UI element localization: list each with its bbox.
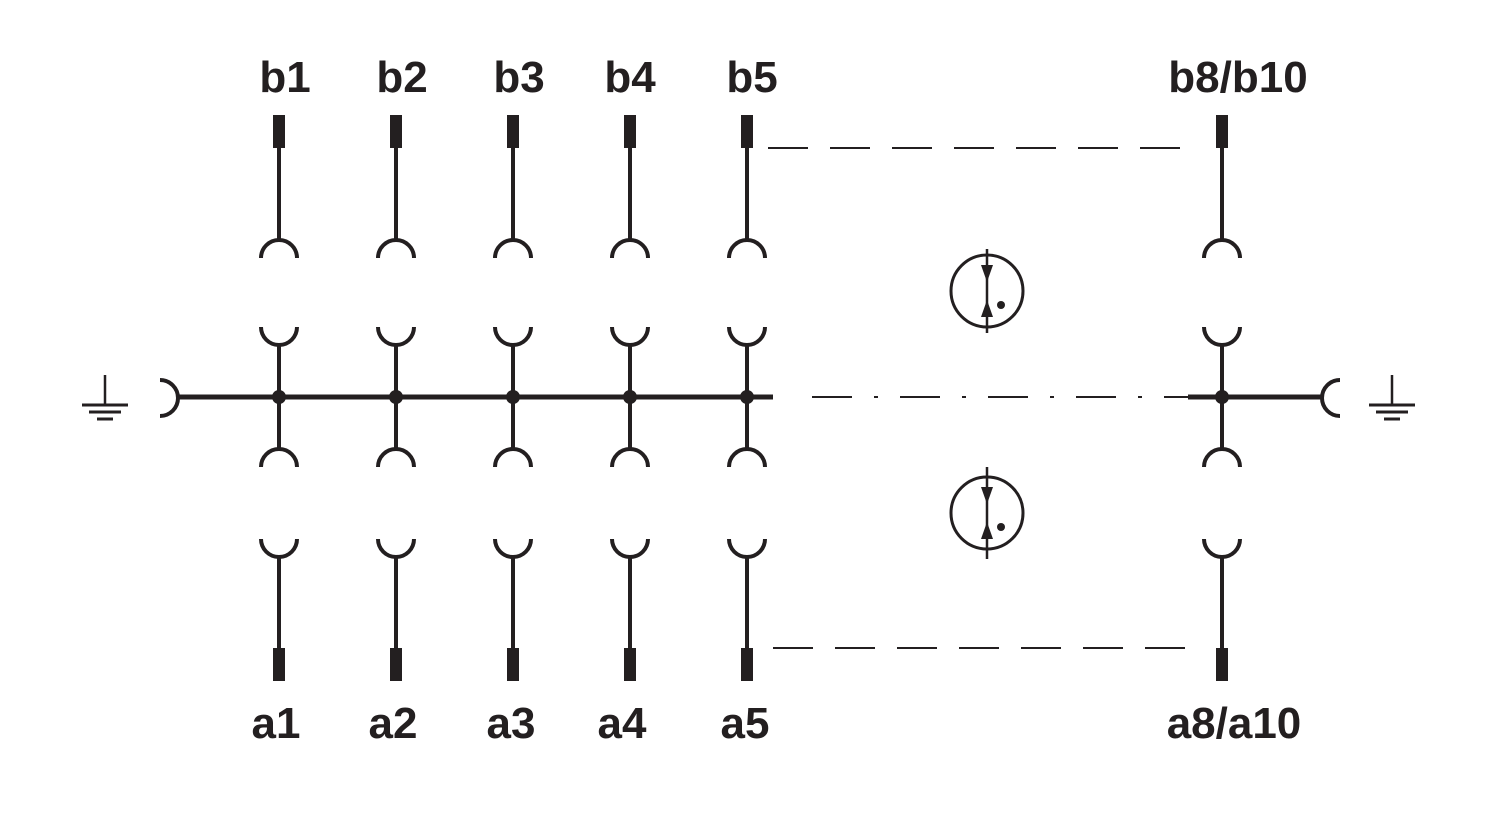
- right-shield-contact: [1320, 378, 1341, 418]
- ground-icon-left: [82, 375, 128, 421]
- left-shield-contact: [159, 378, 180, 418]
- polarization-key-icon-upper: [949, 249, 1025, 333]
- bottom-socket-a4: [610, 538, 650, 559]
- lower-shield-contact-1: [259, 447, 299, 468]
- upper-shield-contact-4: [610, 326, 650, 347]
- bottom-pin-a4: [624, 648, 636, 681]
- bottom-label-a1: a1: [252, 699, 301, 748]
- top-pin-b2: [390, 115, 402, 148]
- top-pin-b4: [624, 115, 636, 148]
- top-pin-b5: [741, 115, 753, 148]
- bottom-pin-a5: [741, 648, 753, 681]
- top-socket-b5: [727, 238, 767, 259]
- lower-shield-contact-3: [493, 447, 533, 468]
- top-socket-b1: [259, 238, 299, 259]
- bottom-socket-a1: [259, 538, 299, 559]
- bottom-pin-a2: [390, 648, 402, 681]
- top-label-b2: b2: [376, 53, 427, 102]
- top-socket-b4: [610, 238, 650, 259]
- top-socket-b8-10: [1202, 238, 1242, 259]
- bottom-pin-a1: [273, 648, 285, 681]
- upper-shield-contact-2: [376, 326, 416, 347]
- lower-shield-contact-2: [376, 447, 416, 468]
- top-pin-b3: [507, 115, 519, 148]
- upper-shield-contact-3: [493, 326, 533, 347]
- top-socket-b3: [493, 238, 533, 259]
- top-pin-b1: [273, 115, 285, 148]
- bottom-label-a8-a10: a8/a10: [1167, 699, 1302, 748]
- lower-shield-contact-8-10: [1202, 447, 1242, 468]
- top-socket-b2: [376, 238, 416, 259]
- bottom-pin-a3: [507, 648, 519, 681]
- top-label-b3: b3: [493, 53, 544, 102]
- bottom-label-a3: a3: [487, 699, 536, 748]
- top-pin-b8-10: [1216, 115, 1228, 148]
- polarization-key-icon-lower: [949, 467, 1025, 559]
- bottom-socket-a8-10: [1202, 538, 1242, 559]
- ground-icon-right: [1369, 375, 1415, 421]
- bottom-pin-a8-10: [1216, 648, 1228, 681]
- top-label-b8-b10: b8/b10: [1168, 53, 1307, 102]
- bottom-label-a5: a5: [721, 699, 770, 748]
- bottom-socket-a5: [727, 538, 767, 559]
- top-label-b4: b4: [604, 53, 656, 102]
- upper-shield-contact-8-10: [1202, 326, 1242, 347]
- upper-shield-contact-5: [727, 326, 767, 347]
- top-label-b5: b5: [726, 53, 777, 102]
- bottom-label-a4: a4: [598, 699, 647, 748]
- lower-shield-contact-5: [727, 447, 767, 468]
- upper-shield-contact-1: [259, 326, 299, 347]
- bottom-socket-a2: [376, 538, 416, 559]
- bottom-label-a2: a2: [369, 699, 418, 748]
- lower-shield-contact-4: [610, 447, 650, 468]
- bottom-socket-a3: [493, 538, 533, 559]
- top-label-b1: b1: [259, 53, 310, 102]
